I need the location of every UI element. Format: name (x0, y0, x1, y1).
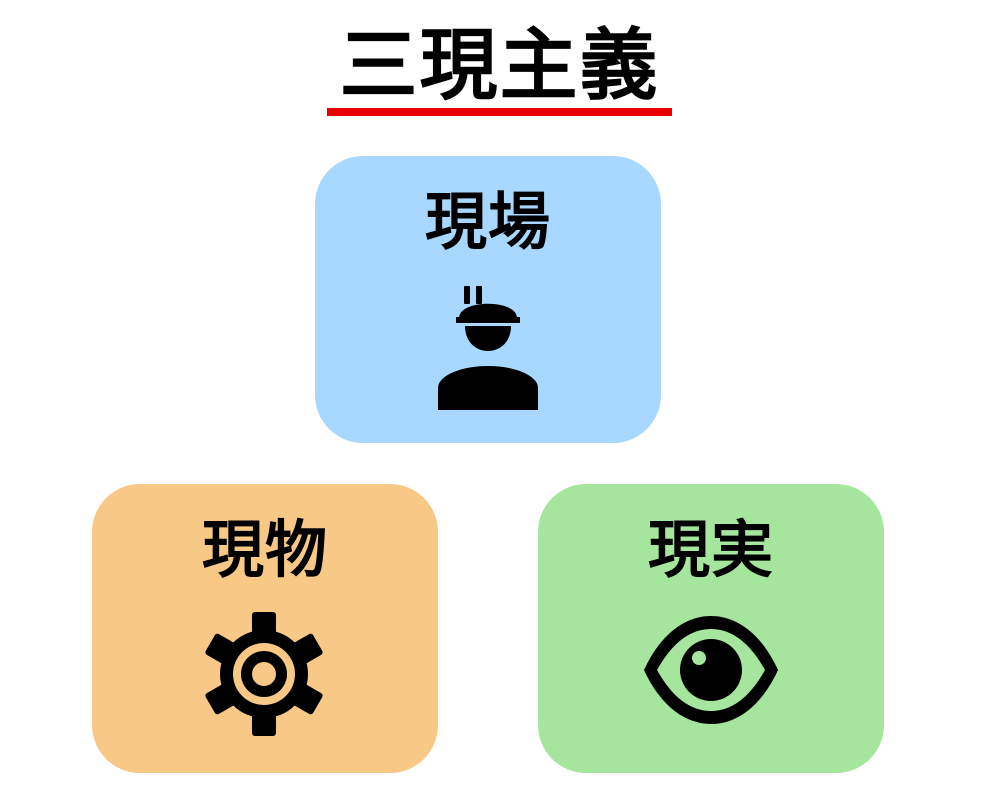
worker-helmet-icon (438, 286, 538, 410)
gear-icon (205, 612, 323, 736)
card-genjitsu: 現実 (538, 484, 884, 773)
card-genjitsu-label: 現実 (647, 513, 774, 586)
page-title: 三現主義 (339, 21, 660, 111)
card-genba-label: 現場 (424, 185, 551, 258)
card-genba: 現場 (315, 156, 661, 443)
title-underline (327, 108, 672, 116)
card-genbutsu: 現物 (92, 484, 438, 773)
eye-icon (644, 616, 778, 724)
card-genbutsu-label: 現物 (201, 513, 328, 586)
